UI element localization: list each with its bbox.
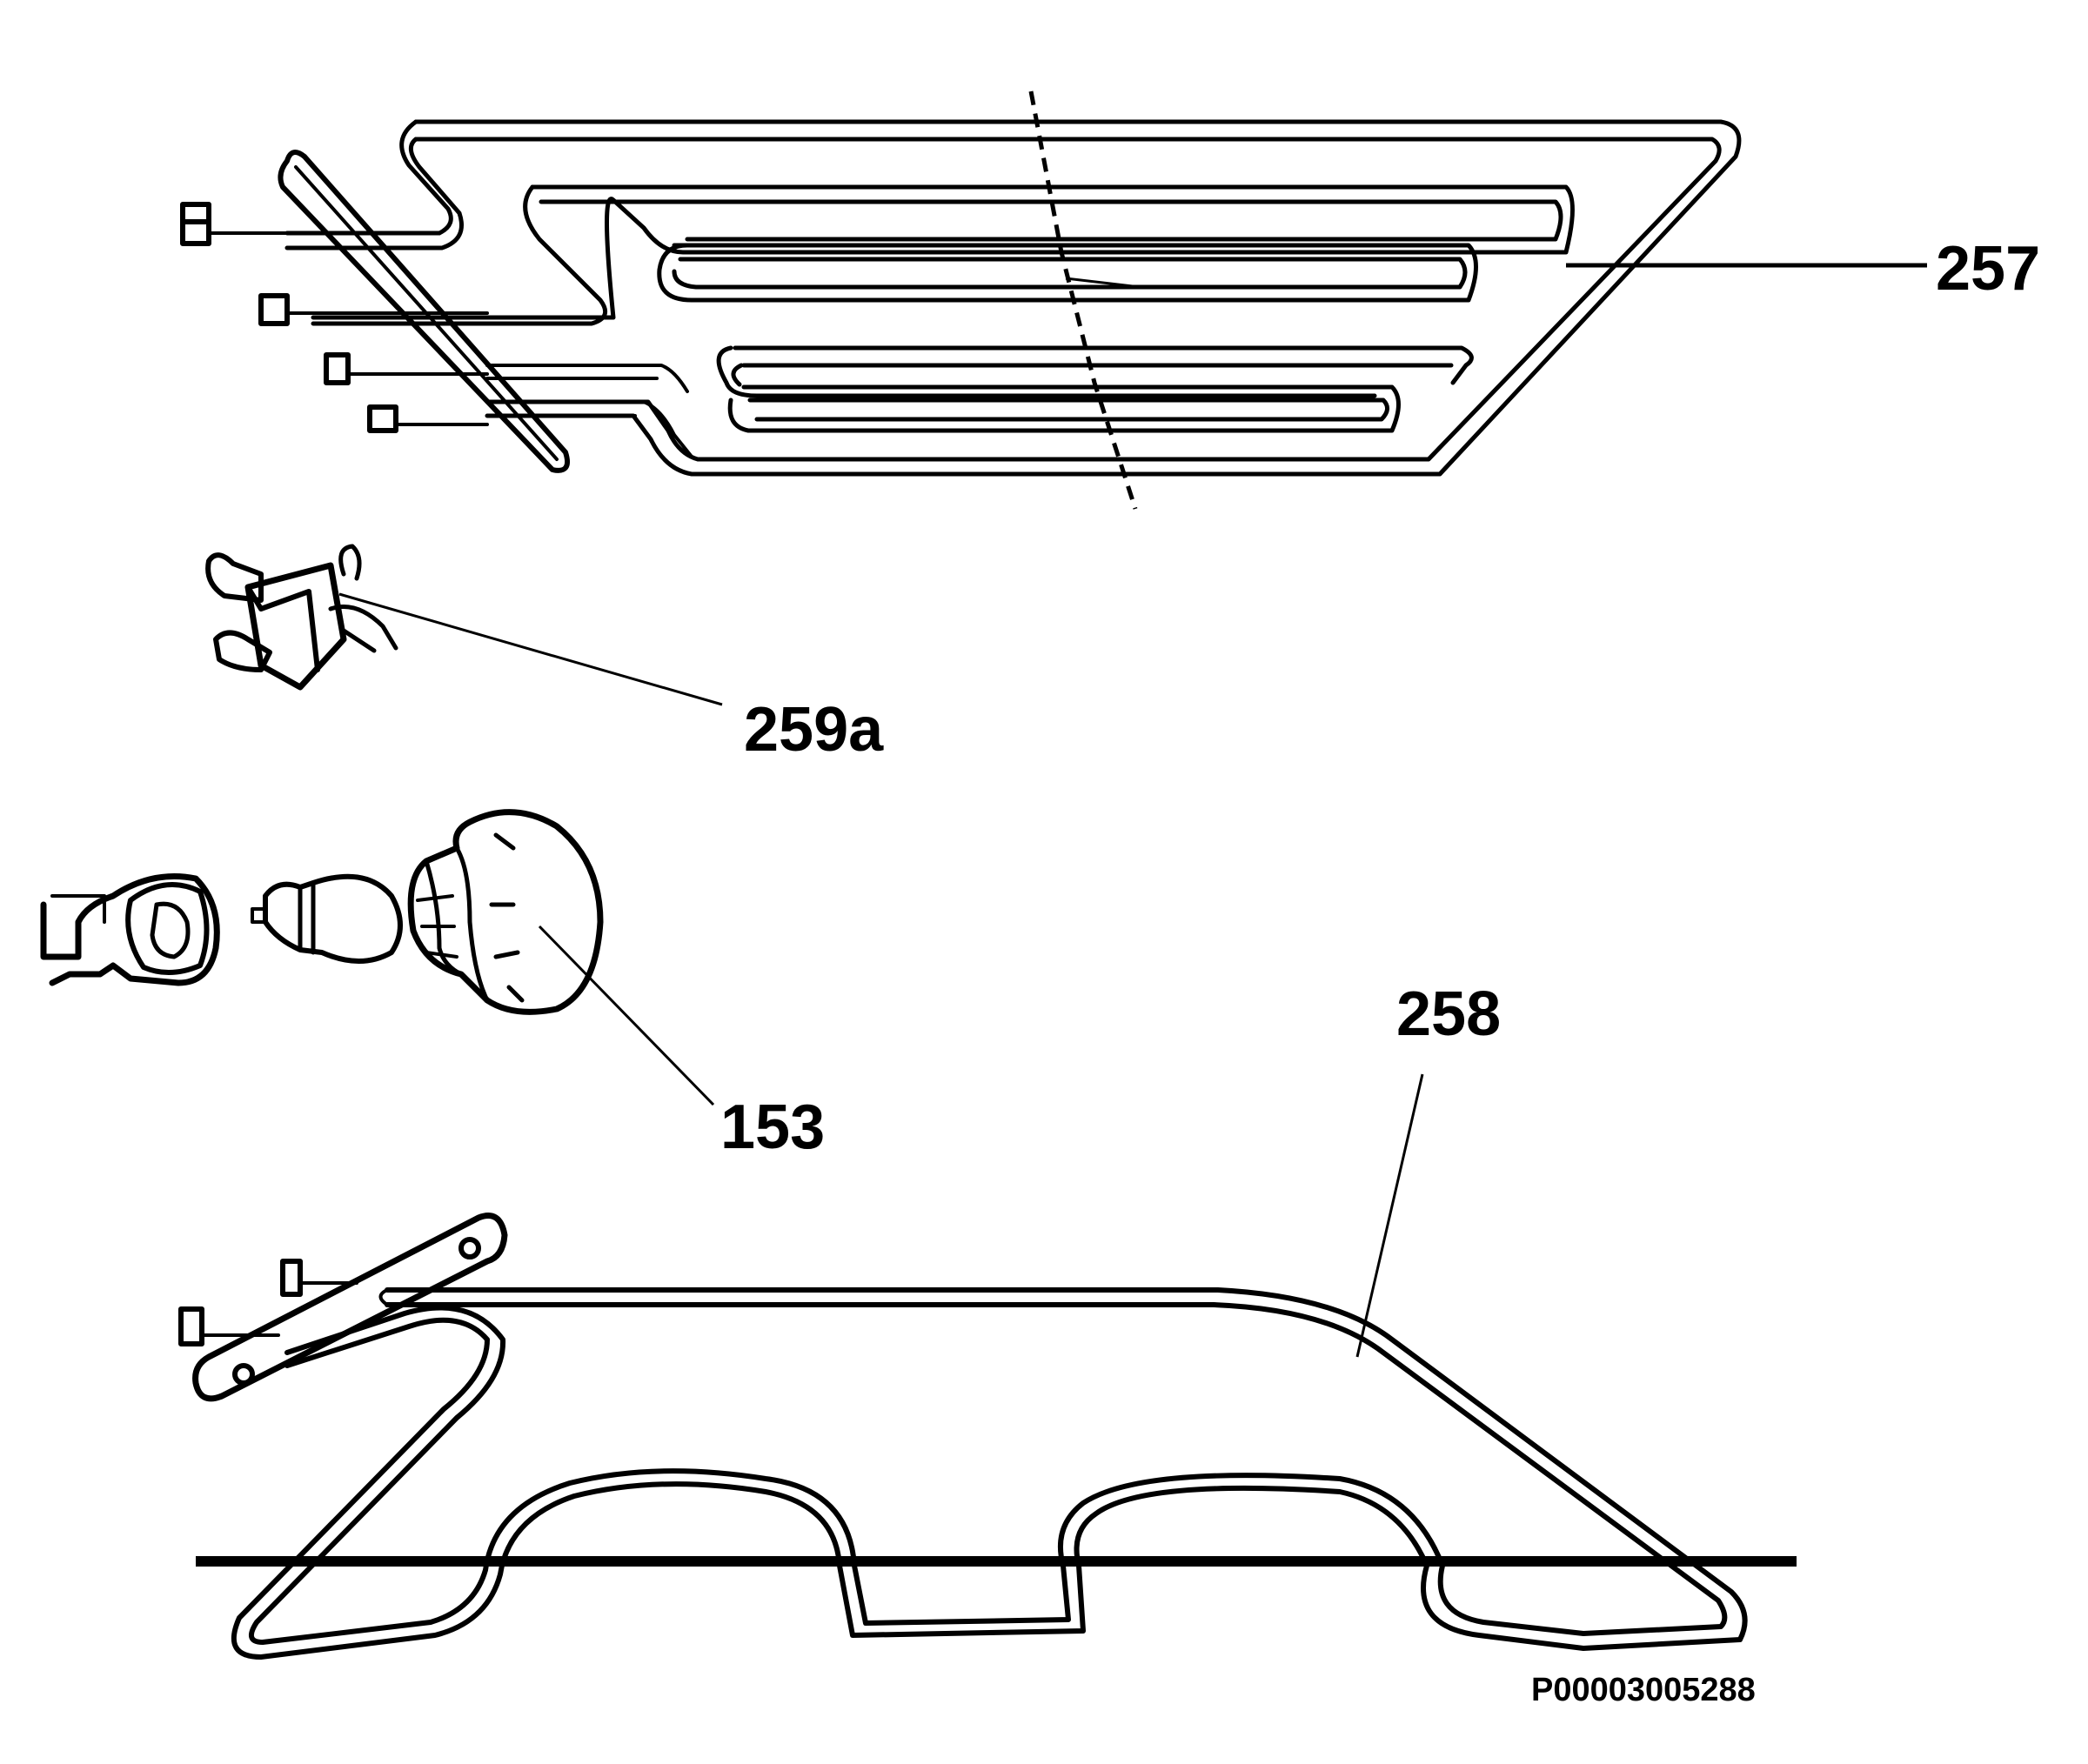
part-258-heating-element bbox=[178, 1213, 1797, 1660]
callout-153: 153 bbox=[720, 1092, 825, 1162]
part-257-heating-element bbox=[180, 90, 1742, 510]
callout-258: 258 bbox=[1396, 979, 1501, 1049]
drawing-code: P00003005288 bbox=[1531, 1672, 1756, 1708]
leader-258 bbox=[1355, 1073, 1424, 1358]
leader-153 bbox=[538, 925, 715, 1106]
callout-259a: 259a bbox=[744, 695, 884, 765]
callout-257: 257 bbox=[1936, 234, 2040, 304]
part-259a-terminal-connector bbox=[205, 544, 398, 691]
leader-lines bbox=[338, 263, 1927, 1358]
leader-259a bbox=[338, 592, 723, 706]
part-153-lamp-assembly bbox=[40, 809, 604, 1015]
